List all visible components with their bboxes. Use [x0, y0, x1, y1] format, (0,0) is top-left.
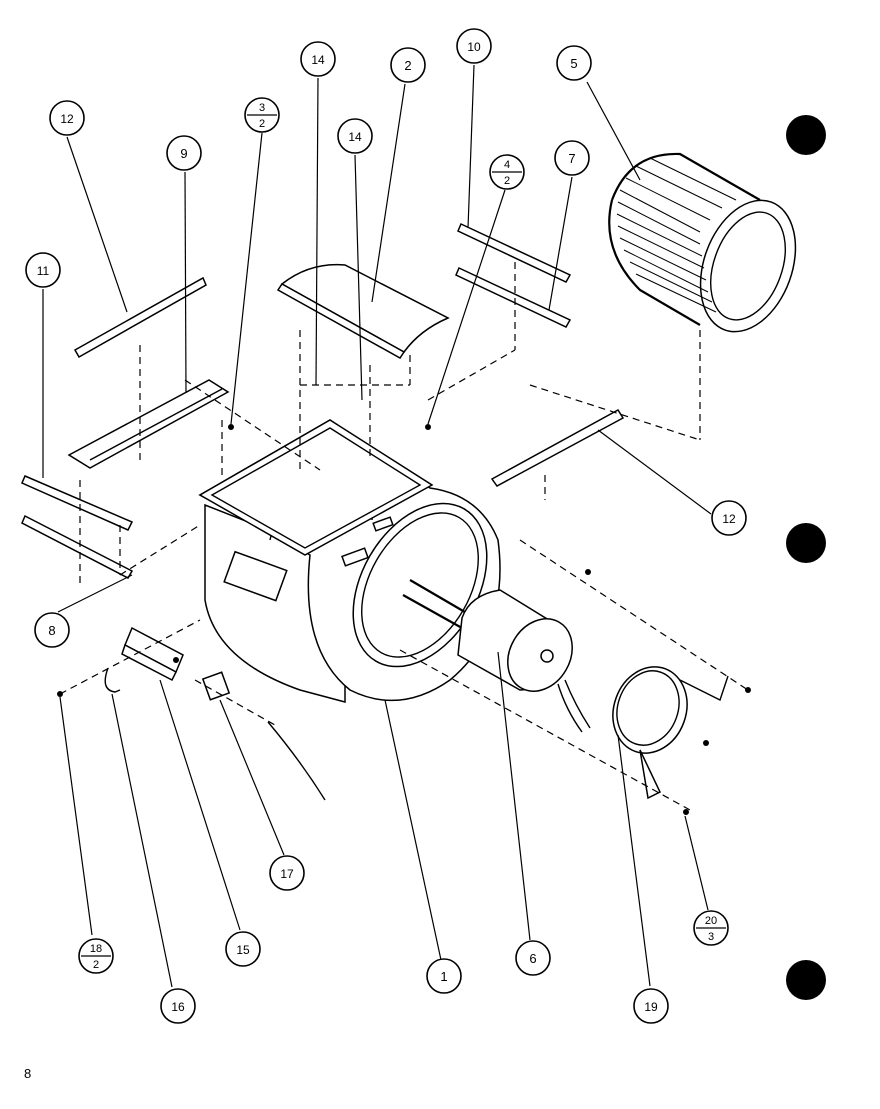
callout-8: 8 [34, 612, 70, 648]
callout-11-label: 11 [37, 264, 50, 278]
punch-hole-top [786, 115, 826, 155]
assembly-lines [59, 262, 749, 811]
clip-part-16 [104, 667, 121, 693]
callout-1: 1 [426, 958, 462, 994]
callout-7: 7 [554, 140, 590, 176]
callout-1-label: 1 [440, 969, 447, 984]
callout-15-label: 15 [236, 943, 250, 957]
callout-12-left: 12 [49, 100, 85, 136]
callout-10-label: 10 [467, 40, 481, 54]
callout-6: 6 [515, 940, 551, 976]
page-number: 8 [24, 1066, 32, 1081]
callout-12-right-label: 12 [722, 512, 736, 526]
callout-18-over-2: 18 2 [78, 938, 114, 974]
callout-3-over-2-top: 3 [259, 102, 265, 114]
strip-part-11 [21, 475, 134, 531]
punch-hole-bottom [786, 960, 826, 1000]
callout-18-over-2-top: 18 [90, 943, 102, 955]
callout-17-label: 17 [280, 867, 294, 881]
callout-12-right: 12 [711, 500, 747, 536]
channel-part-12-left [73, 276, 207, 359]
callout-4-over-2-bottom: 2 [504, 175, 510, 187]
callout-20-over-3-top: 20 [705, 915, 717, 927]
callout-15: 15 [225, 931, 261, 967]
callout-2: 2 [390, 47, 426, 83]
callout-16-label: 16 [171, 1000, 185, 1014]
strip-part-10 [457, 222, 572, 283]
callout-4-over-2: 4 2 [489, 154, 525, 190]
callout-6-label: 6 [529, 951, 536, 966]
callout-12-left-label: 12 [60, 112, 74, 126]
callout-18-over-2-bottom: 2 [93, 959, 99, 971]
channel-part-9 [67, 379, 230, 469]
motor-part-6 [402, 579, 591, 733]
callout-14-top-label: 14 [311, 53, 325, 67]
callout-20-over-3-bottom: 3 [708, 931, 714, 943]
callout-7-label: 7 [568, 151, 575, 166]
callout-17: 17 [269, 855, 305, 891]
capacitor-part-15 [121, 626, 184, 682]
callout-3-over-2-bottom: 2 [259, 118, 265, 130]
callout-14-top: 14 [300, 41, 336, 77]
blower-housing-part-1 [198, 419, 501, 703]
callout-16: 16 [160, 988, 196, 1024]
callout-5-label: 5 [570, 56, 577, 71]
callout-20-over-3: 20 3 [693, 910, 729, 946]
blower-wheel-part-5 [608, 152, 797, 333]
punch-hole-middle [786, 523, 826, 563]
callout-3-over-2: 3 2 [244, 97, 280, 133]
strip-part-8 [21, 514, 134, 579]
callout-9-label: 9 [180, 146, 187, 161]
callout-8-label: 8 [48, 623, 55, 638]
channel-part-12-right [490, 409, 625, 487]
strip-part-7 [455, 266, 572, 328]
callout-10: 10 [456, 28, 492, 64]
cutoff-plate-part-2 [276, 263, 450, 359]
callout-14-middle-label: 14 [348, 130, 362, 144]
callout-19: 19 [633, 988, 669, 1024]
callout-19-label: 19 [644, 1000, 658, 1014]
connector-part-17 [201, 671, 326, 801]
callout-9: 9 [166, 135, 202, 171]
callout-5: 5 [556, 45, 592, 81]
callout-14-middle: 14 [337, 118, 373, 154]
motor-mount-part-19 [612, 666, 729, 800]
leader-lines [42, 64, 712, 988]
callout-11: 11 [25, 252, 61, 288]
callout-2-label: 2 [404, 58, 411, 73]
callout-4-over-2-top: 4 [504, 159, 510, 171]
